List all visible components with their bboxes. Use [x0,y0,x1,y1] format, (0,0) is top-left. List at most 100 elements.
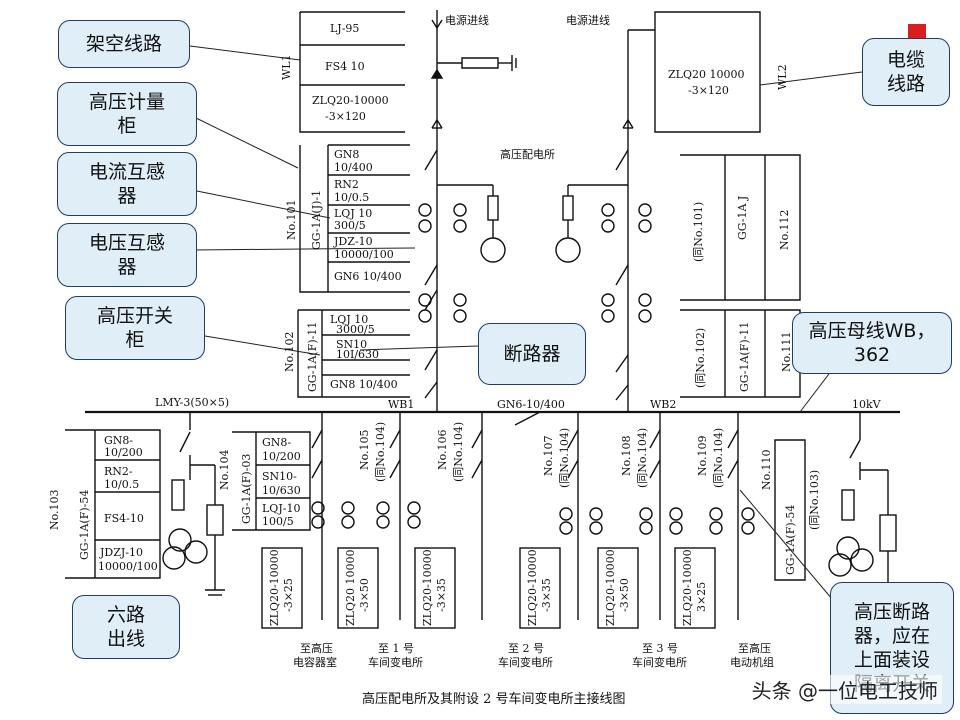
label-gg102: GG-1A(F)-11 [306,322,319,392]
label-no112: No.112 [778,209,791,250]
feeder-lines [311,412,755,620]
dest-8: 至高压 [738,641,771,655]
label-gg111: GG-1A(F)-11 [738,322,751,392]
dest-3: 车间变电所 [368,655,423,669]
dest-2: 至 1 号 [378,642,414,655]
callout-current-transformer: 电流互感 器 [57,152,197,216]
feeder-1-same: (同No.104) [452,422,465,482]
label-same103: (同No.103) [808,470,821,530]
pt-item-6: 10000/100 [98,560,158,573]
label-incoming-2: 电源进线 [566,13,610,27]
dest-9: 电动机组 [730,655,774,669]
cable-5-size: 3×25 [695,582,708,612]
panel-104-box [232,431,311,531]
callout-breaker: 断路器 [478,323,586,385]
meter-item-7: 10000/100 [334,248,394,261]
pt-item-3: 10/0.5 [104,478,139,491]
label-10kv: 10kV [852,398,882,411]
feeder-item-2: SN10- [262,470,297,483]
feeder-1-no: No.106 [436,429,449,470]
feeder-item-4: LQJ-10 [262,502,300,515]
sw-item-1: 3000/5 [336,323,375,336]
callout-hv-busbar: 高压母线WB， 362 [792,312,952,374]
feeder-4-same: (同No.104) [712,428,725,488]
cable-0-size: -3×25 [282,578,295,612]
label-same102: (同No.102) [694,328,707,388]
cable-1: ZLQ20 10000 [344,550,357,626]
meter-item-1: 10/400 [334,161,373,174]
label-lmy: LMY-3(50×5) [155,396,229,409]
cable-4-size: -3×50 [618,578,631,612]
label-substation: 高压配电所 [500,147,555,161]
feeder-5-no: No.110 [760,449,773,490]
label-same101: (同No.101) [692,202,705,262]
dest-0: 至高压 [300,641,333,655]
callout-cable-line: 电缆 线路 [862,38,950,106]
meter-item-5: 300/5 [334,219,366,232]
pt-item-0: GN8- [104,434,133,447]
sw-item-4: GN8 10/400 [330,378,398,391]
label-zlq-l1: ZLQ20-10000 [312,94,389,107]
label-gg110: GG-1A(F)-54 [784,505,797,575]
panel-103-box [65,429,161,579]
meter-item-4: LQJ 10 [334,207,372,220]
sw-item-3: 10I/630 [336,348,379,361]
label-gg112: GG-1A J [736,196,749,240]
diagram-caption: 高压配电所及其附设 2 号车间变电所主接线图 [362,691,626,707]
label-no104: No.104 [218,449,231,490]
meter-item-6: JDZ-10 [333,235,373,248]
panel-meter-box [299,145,410,293]
red-corner-mark [908,24,926,42]
panel-wl1-box [299,11,405,133]
dest-6: 至 3 号 [642,642,678,655]
meter-item-3: 10/0.5 [334,191,369,204]
callout-hv-switch-cabinet: 高压开关 柜 [65,296,205,360]
feeder-3-same: (同No.104) [636,428,649,488]
callout-hv-meter-cabinet: 高压计量 柜 [57,82,197,146]
cable-4: ZLQ20-10000 [604,549,617,626]
meter-item-0: GN8 [334,148,359,161]
cable-3-size: -3×35 [540,578,553,612]
feeder-item-3: 10/630 [262,484,301,497]
panel-112-box [680,154,801,301]
callout-voltage-transformer: 电压互感 器 [57,223,197,287]
pt-item-4: FS4-10 [104,512,144,525]
label-no103: No.103 [48,489,61,530]
cable-5: ZLQ20-10000 [681,549,694,626]
callout-overhead-line: 架空线路 [58,20,190,68]
cable-0: ZLQ20-10000 [268,549,281,626]
callout-six-outlets: 六路 出线 [72,595,180,659]
panel-switch-box [297,309,410,398]
cable-2-size: -3×35 [435,578,448,612]
sw-item-0: LQJ 10 [330,313,368,326]
label-incoming-1: 电源进线 [445,13,489,27]
feeder-4-no: No.109 [696,435,709,476]
pt-item-1: 10/200 [104,446,143,459]
label-zlq-r2: -3×120 [688,84,729,97]
pt-item-2: RN2- [104,465,133,478]
dest-7: 车间变电所 [632,655,687,669]
dest-1: 电容器室 [293,655,337,669]
label-lj95: LJ-95 [330,22,359,35]
label-gg101: GG-1A(J)-1 [310,190,323,250]
feeder-0-no: No.105 [358,429,371,470]
meter-item-8: GN6 10/400 [334,270,402,283]
label-wl1: WL1 [280,54,293,80]
pt-item-5: JDZJ-10 [99,546,143,559]
feeder-3-no: No.108 [620,435,633,476]
cable-2: ZLQ20-10000 [421,549,434,626]
sw-item-2: SN10 [336,338,367,351]
panel-wl2-box [654,11,761,133]
label-gg103: GG-1A(F)-54 [78,490,91,560]
feeder-item-5: 100/5 [262,515,294,528]
label-zlq-l2: -3×120 [325,110,366,123]
label-gg104: GG-1A(F)-03 [240,454,253,524]
watermark: 头条 @一位电工技师 [747,675,942,704]
meter-item-2: RN2 [334,178,359,191]
feeder-0-same: (同No.104) [374,422,387,482]
dest-5: 车间变电所 [498,655,553,669]
feeder-item-0: GN8- [262,436,291,449]
label-zlq-r1: ZLQ20 10000 [668,68,744,81]
label-wl2: WL2 [776,64,789,90]
